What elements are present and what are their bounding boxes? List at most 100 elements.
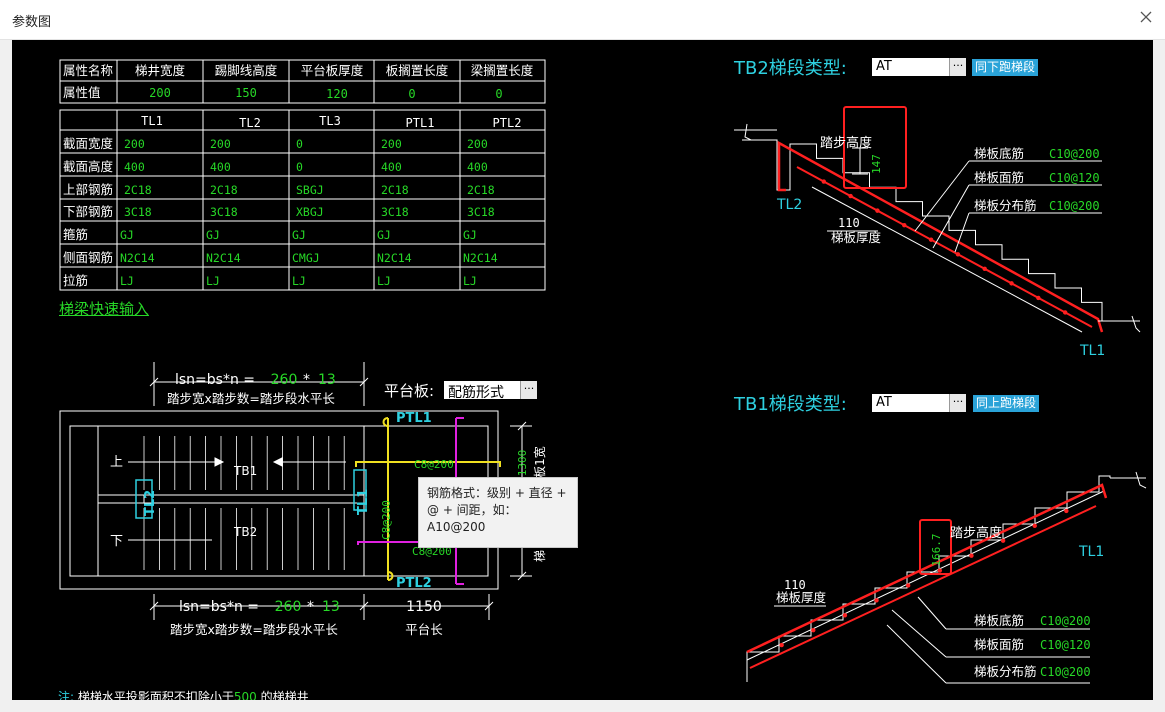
plan-dimension-bottom — [149, 594, 494, 620]
beam-cell[interactable]: 400 — [124, 160, 145, 174]
lsn-n-top: 13 — [318, 372, 336, 388]
tb2-breaks — [734, 123, 1141, 333]
attr-header-0: 属性名称 — [63, 63, 113, 78]
plan-down-label: 下 — [110, 534, 123, 549]
beam-cell[interactable]: N2C14 — [463, 251, 498, 265]
beam-cell[interactable]: 3C18 — [210, 205, 238, 219]
beam-cell[interactable]: 2C18 — [467, 183, 495, 197]
tl2-beam — [135, 479, 153, 519]
beam-cell[interactable]: CMGJ — [292, 251, 320, 265]
ellipsis-icon[interactable]: ··· — [949, 58, 966, 76]
tb1-stair-soffit — [746, 490, 1105, 661]
beam-row-label: 下部钢筋 — [63, 204, 113, 219]
beam-row-label: 截面宽度 — [63, 136, 114, 151]
attr-value-0[interactable]: 200 — [149, 86, 171, 100]
beam-cell[interactable]: 400 — [381, 160, 402, 174]
tb1-type-select[interactable]: AT ··· — [872, 394, 966, 412]
beam-cell[interactable]: GJ — [292, 228, 306, 242]
tb1-top-rebar[interactable]: C10@120 — [1040, 638, 1091, 652]
attr-value-1[interactable]: 150 — [235, 86, 257, 100]
beam-cell[interactable]: 200 — [210, 137, 231, 151]
lsn-times-top: * — [303, 372, 310, 388]
beam-cell[interactable]: LJ — [377, 274, 391, 288]
parameter-drawing-canvas: 属性名称 梯井宽度 踢脚线高度 平台板厚度 板搁置长度 梁搁置长度 属性值 20… — [12, 40, 1153, 700]
beam-cell[interactable]: 0 — [296, 137, 303, 151]
plan-c8-bottom: C8@200 — [412, 545, 452, 558]
beam-table — [59, 109, 546, 291]
beam-cell[interactable]: 400 — [210, 160, 231, 174]
beam-cell[interactable]: N2C14 — [206, 251, 241, 265]
plan-c8-top: C8@200 — [414, 458, 454, 471]
attr-row-label: 属性值 — [63, 85, 101, 100]
beam-cell[interactable]: 200 — [381, 137, 402, 151]
beam-cell[interactable]: N2C14 — [377, 251, 412, 265]
tb2-top-rebar[interactable]: C10@120 — [1049, 171, 1100, 185]
beam-cell[interactable]: GJ — [120, 228, 134, 242]
attr-header-2: 踢脚线高度 — [215, 63, 278, 78]
close-icon[interactable] — [1135, 6, 1157, 28]
tb2-dist-rebar[interactable]: C10@200 — [1049, 199, 1100, 213]
note-value: 500 — [233, 690, 257, 700]
beam-cell[interactable]: 2C18 — [124, 183, 152, 197]
tooltip-text: 钢筋格式：级别 + 直径 + @ + 间距，如：A10@200 — [427, 486, 567, 534]
tb1-type-value: AT — [876, 395, 892, 410]
tb2-thickness-value: 110 — [838, 216, 860, 230]
rebar-dot — [937, 568, 943, 573]
tb1-bottom-rebar[interactable]: C10@200 — [1040, 614, 1091, 628]
beam-col-ptl1: PTL1 — [406, 116, 435, 130]
attr-value-3[interactable]: 0 — [408, 87, 415, 101]
drawing-svg: 属性名称 梯井宽度 踢脚线高度 平台板厚度 板搁置长度 梁搁置长度 属性值 20… — [59, 58, 1147, 684]
beam-cell[interactable]: LJ — [463, 274, 477, 288]
attr-value-4[interactable]: 0 — [495, 87, 502, 101]
beam-cell[interactable]: 400 — [467, 160, 488, 174]
beam-cell[interactable]: GJ — [206, 228, 220, 242]
beam-cell[interactable]: 0 — [296, 160, 303, 174]
same-as-lower-flight-button[interactable]: 同下跑梯段 — [972, 59, 1039, 76]
beam-cell[interactable]: LJ — [206, 274, 220, 288]
tb1-dist-rebar[interactable]: C10@200 — [1040, 665, 1091, 679]
plan-tl1-label: TL1 — [356, 489, 371, 515]
beam-cell[interactable]: 2C18 — [210, 183, 238, 197]
ellipsis-icon[interactable]: ··· — [520, 381, 537, 399]
beam-cell[interactable]: 3C18 — [467, 205, 495, 219]
beam-cell[interactable]: GJ — [463, 228, 477, 242]
plan-c8-vertical: C8@200 — [380, 500, 393, 540]
rebar-dot — [875, 208, 880, 213]
beam-cell[interactable]: SBGJ — [296, 183, 324, 197]
rebar-dot — [1032, 523, 1037, 529]
beam-col-tl1: TL1 — [141, 114, 163, 128]
attr-header-4: 板搁置长度 — [386, 63, 449, 78]
rebar-dot — [821, 179, 827, 184]
tb2-stair-outline — [742, 139, 1103, 321]
tb2-stair-soffit — [811, 186, 1083, 333]
beam-cell[interactable]: N2C14 — [120, 251, 155, 265]
beam-cell[interactable]: GJ — [377, 228, 391, 242]
beam-row-label: 拉筋 — [63, 273, 88, 288]
beam-cell[interactable]: 2C18 — [381, 183, 409, 197]
tb2-type-select[interactable]: AT ··· — [872, 58, 966, 76]
beam-cell[interactable]: LJ — [292, 274, 306, 288]
beam-cell[interactable]: 3C18 — [381, 205, 409, 219]
beam-cell[interactable]: 200 — [124, 137, 145, 151]
attr-value-2[interactable]: 120 — [326, 87, 348, 101]
beam-cell[interactable]: XBGJ — [296, 205, 324, 219]
beam-cell[interactable]: 3C18 — [124, 205, 152, 219]
tb2-rebar-2 — [796, 166, 1093, 328]
note-prefix: 注: — [58, 690, 75, 700]
tb2-step-dim — [852, 147, 868, 175]
tb2-rebar-dots — [821, 179, 1068, 315]
tb1-dist-rebar-label: 梯板分布筋 — [974, 664, 1037, 679]
rebar-dot — [1009, 281, 1014, 286]
tb1-tl1-label: TL1 — [1078, 544, 1104, 560]
plan-platform-length: 平台长 — [405, 622, 443, 637]
platform-slab-select[interactable]: 配筋形式 ··· — [444, 381, 537, 401]
beam-cell[interactable]: 200 — [467, 137, 488, 151]
plan-tb1-label: TB1 — [233, 464, 257, 478]
formula-caption-bottom: 踏步宽x踏步数=踏步段水平长 — [170, 622, 338, 637]
quick-beam-input-link[interactable]: 梯梁快速输入 — [59, 300, 150, 318]
ellipsis-icon[interactable]: ··· — [949, 394, 966, 412]
beam-cell[interactable]: LJ — [120, 274, 134, 288]
tb2-bottom-rebar[interactable]: C10@200 — [1049, 147, 1100, 161]
same-as-upper-flight-button[interactable]: 同上跑梯段 — [973, 395, 1040, 412]
